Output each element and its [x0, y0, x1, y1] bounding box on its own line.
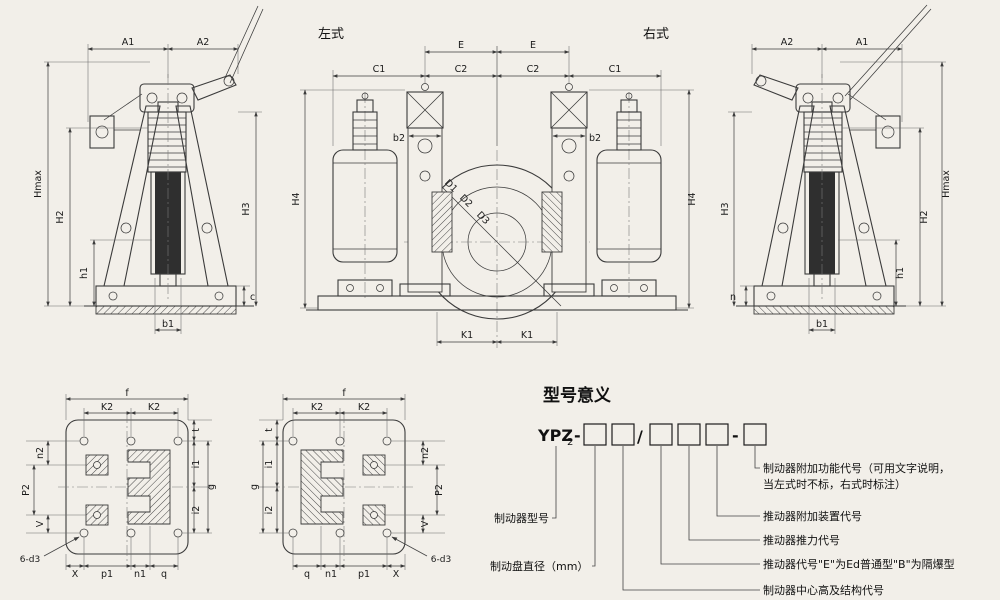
model-code-box-2 — [611, 423, 635, 446]
dim-label-n2: n2 — [35, 447, 46, 459]
dim-label-a2: A2 — [781, 37, 794, 48]
dim-label-i1: i1 — [264, 460, 275, 469]
dim-label-v: V — [420, 520, 431, 527]
dim-label-k1-right: K1 — [521, 330, 533, 341]
dim-label-h3: H3 — [720, 202, 731, 215]
model-designation-legend: 型号意义 YPZ 2 - / - 制动器附加功能代号（可用文字说明， 当左式时不… — [490, 385, 955, 597]
right-type-label: 右式 — [643, 27, 669, 42]
leader-center-height — [622, 446, 760, 591]
dim-label-b1: b1 — [816, 319, 828, 330]
side-view-left: A1 A2 Hmax H2 h1 H3 b1 c — [33, 5, 264, 334]
model-code-box-3 — [649, 423, 673, 446]
dim-label-c2-right: C2 — [527, 64, 540, 75]
callout-thruster-code: 推动器代号"E"为Ed普通型"B"为隔爆型 — [763, 557, 955, 571]
dim-label-k2-left: K2 — [101, 402, 113, 413]
release-handle-right — [844, 4, 932, 101]
dim-label-k2-right: K2 — [148, 402, 160, 413]
dim-label-k1-left: K1 — [461, 330, 473, 341]
left-type-label: 左式 — [318, 27, 344, 42]
model-code-slash: / — [637, 427, 643, 446]
dim-label-b2-left: b2 — [393, 133, 405, 144]
dim-label-h2: H2 — [919, 210, 930, 223]
callout-thrust-code: 推动器推力代号 — [763, 533, 840, 547]
release-handle-left — [223, 5, 264, 84]
dim-label-f: f — [125, 388, 129, 399]
leader-thruster-code — [660, 446, 760, 565]
callout-function-code-line1: 制动器附加功能代号（可用文字说明， — [763, 461, 950, 475]
dim-label-d3: D3 — [474, 210, 491, 227]
model-code-dash1: - — [574, 426, 581, 445]
dim-label-x: X — [72, 569, 79, 580]
callout-function-code-line2: 当左式时不标，右式时标注） — [763, 477, 906, 491]
leader-function-code — [754, 446, 760, 469]
dim-label-k2-right: K2 — [358, 402, 370, 413]
dim-label-g: g — [249, 484, 260, 490]
dim-label-p2: P2 — [434, 484, 445, 496]
dim-label-b1: b1 — [162, 319, 174, 330]
model-code-box-6 — [743, 423, 767, 446]
dim-label-h4-right: H4 — [687, 192, 698, 205]
leader-attachment-device — [716, 446, 760, 517]
model-code-box-4 — [677, 423, 701, 446]
front-view: 左式 右式 E E C1 C2 C2 C1 H4 H4 b2 b2 D1 D2 … — [291, 27, 698, 348]
model-code-subscript: 2 — [567, 437, 573, 448]
dim-label-g: g — [206, 484, 217, 490]
mounting-plate-left: f K2 K2 t i1 i2 g n2 P2 V X p1 n1 q 6-d3 — [20, 388, 217, 580]
dim-label-p1: p1 — [358, 569, 370, 580]
dim-label-p1: p1 — [101, 569, 113, 580]
mounting-plate-right: f K2 K2 t i1 i2 g n2 P2 V q n1 p1 X 6-d3 — [249, 388, 451, 580]
dim-label-a1: A1 — [122, 37, 135, 48]
dim-label-e-right: E — [530, 40, 536, 51]
dim-label-h2: H2 — [55, 210, 66, 223]
dim-label-f: f — [342, 388, 346, 399]
model-code-box-1 — [583, 423, 607, 446]
dim-label-hmax: Hmax — [33, 170, 44, 198]
dim-label-h4-left: H4 — [291, 192, 302, 205]
dim-label-h1: h1 — [895, 267, 906, 279]
dim-label-k2-left: K2 — [311, 402, 323, 413]
dim-label-x: X — [393, 569, 400, 580]
dim-label-n1: n1 — [325, 569, 337, 580]
dim-label-q: q — [304, 569, 310, 580]
dim-label-t: t — [264, 428, 275, 432]
dim-label-q: q — [161, 569, 167, 580]
callout-disc-diameter: 制动盘直径（mm） — [490, 559, 588, 573]
dim-label-a2: A2 — [197, 37, 210, 48]
leader-disc-diameter — [592, 446, 596, 567]
dim-label-t: t — [191, 428, 202, 432]
dim-label-n2: n2 — [420, 447, 431, 459]
dim-label-c1-left: C1 — [373, 64, 386, 75]
leader-brake-model — [552, 446, 557, 519]
dim-label-n: n — [730, 292, 736, 303]
dim-label-a1: A1 — [856, 37, 869, 48]
dim-label-i2: i2 — [264, 506, 275, 515]
dim-label-h3: H3 — [241, 202, 252, 215]
dim-label-b2-right: b2 — [589, 133, 601, 144]
side-view-right: A2 A1 Hmax H2 h1 H3 b1 n — [720, 4, 952, 334]
dim-label-i1: i1 — [191, 460, 202, 469]
model-code-prefix: YPZ — [537, 426, 573, 445]
leader-thrust-code — [688, 446, 760, 541]
holes-note: 6-d3 — [20, 555, 40, 565]
callout-attachment-device: 推动器附加装置代号 — [763, 509, 862, 523]
dim-label-h1: h1 — [79, 267, 90, 279]
model-code-box-5 — [705, 423, 729, 446]
callout-center-height: 制动器中心高及结构代号 — [763, 583, 884, 597]
dim-label-i2: i2 — [191, 506, 202, 515]
holes-note: 6-d3 — [431, 555, 451, 565]
dim-label-v: V — [35, 520, 46, 527]
dim-label-c2-left: C2 — [455, 64, 468, 75]
dim-label-hmax: Hmax — [941, 170, 952, 198]
dim-label-d2: D2 — [457, 193, 474, 210]
dim-label-p2: P2 — [21, 484, 32, 496]
callout-brake-model: 制动器型号 — [494, 511, 549, 525]
dim-label-e-left: E — [458, 40, 464, 51]
dim-label-c: c — [250, 292, 255, 303]
dim-label-c1-right: C1 — [609, 64, 622, 75]
dim-label-n1: n1 — [134, 569, 146, 580]
legend-title: 型号意义 — [543, 385, 611, 406]
model-code-dash2: - — [732, 426, 739, 445]
